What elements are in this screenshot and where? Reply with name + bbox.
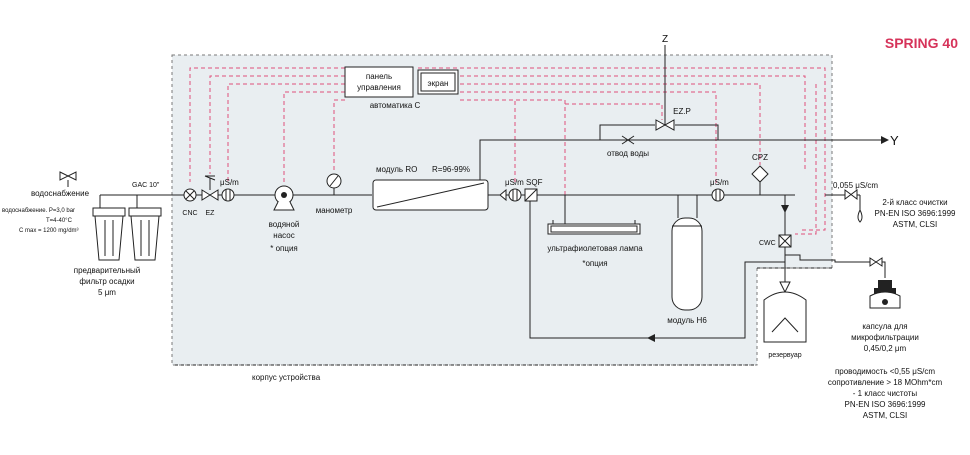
- housing-label: корпус устройства: [252, 373, 321, 382]
- h6-module-label: модуль H6: [667, 316, 707, 325]
- cpz-label: CPZ: [752, 153, 768, 162]
- automation-label: автоматика C: [370, 101, 421, 110]
- tap-icon: [857, 208, 863, 223]
- manometer-label: манометр: [316, 206, 353, 215]
- capsule-filter-icon: [869, 280, 901, 309]
- class1-label-3: - 1 класс чистоты: [853, 389, 918, 398]
- cwc-label: CWC: [759, 240, 776, 247]
- piping: [99, 45, 886, 339]
- screen-box[interactable]: [417, 69, 459, 95]
- control-panel-box[interactable]: [344, 66, 414, 98]
- control-panel-label-2: управления: [357, 83, 401, 92]
- class1-label-2: сопротивление > 18 MOhm*cm: [828, 378, 943, 387]
- pump-label-3: * опция: [270, 244, 298, 253]
- pump-label-2: насос: [273, 231, 294, 240]
- outlet-valve-icon[interactable]: [869, 257, 883, 267]
- ro-membrane-icon: [372, 179, 489, 211]
- control-panel-label-1: панель: [366, 72, 392, 81]
- screen-inner: [420, 72, 456, 92]
- capsule-label-2: микрофильтрации: [851, 333, 919, 342]
- capsule-label-1: капсула для: [862, 322, 907, 331]
- control-lines: [189, 67, 826, 235]
- outlet-valve-icon[interactable]: [844, 189, 858, 200]
- cpz-filter-icon: [751, 165, 769, 195]
- conductivity-sensor-icon: [221, 188, 235, 202]
- prefilter-label-2: фильтр осадки: [79, 277, 134, 286]
- conductivity-sensor-icon: [711, 188, 725, 202]
- class1-label-1: проводимость <0,55 μS/cm: [835, 367, 935, 376]
- gac-label: GAC 10": [132, 182, 160, 189]
- capsule-label-3: 0,45/0,2 μm: [864, 344, 907, 353]
- screen-label: экран: [428, 79, 449, 88]
- prefilter-label-3: 5 μm: [98, 288, 116, 297]
- y-outlet-label: Y: [890, 133, 899, 148]
- filter-cartridge-icon: [92, 207, 126, 261]
- water-supply-label: водоснабжение: [31, 189, 90, 198]
- inlet-valve-icon[interactable]: [59, 171, 77, 187]
- filter-cartridge-icon: [128, 207, 162, 261]
- device-housing: [171, 54, 833, 366]
- cwc-valve-icon[interactable]: [778, 234, 792, 248]
- pump-icon[interactable]: [273, 185, 295, 211]
- pump-label-1: водяной: [269, 220, 300, 229]
- conductivity-sensor-icon: [508, 188, 522, 202]
- us-m-label-1: μS/m: [220, 178, 239, 187]
- us-m-label-3: μS/m: [710, 178, 729, 187]
- uv-lamp-label: ультрафиолетовая лампа: [547, 244, 643, 253]
- ezp-label: EZ.P: [673, 107, 691, 116]
- drain-label: отвод воды: [607, 149, 649, 158]
- reservoir-label: резервуар: [768, 352, 801, 359]
- supply-spec-3: C max = 1200 mg/dm³: [19, 228, 79, 234]
- uv-option-label: *опция: [582, 259, 607, 268]
- ro-ratio-label: R=96-99%: [432, 165, 470, 174]
- h6-module-icon: [671, 217, 703, 311]
- manometer-icon: [326, 173, 342, 195]
- class1-label-4: PN-EN ISO 3696:1999: [845, 400, 926, 409]
- cnc-valve-icon[interactable]: [183, 188, 197, 202]
- reservoir-icon: [763, 281, 807, 343]
- drain-valve-icon[interactable]: [621, 135, 635, 145]
- ro-module-label: модуль RO: [376, 165, 417, 174]
- supply-spec-1: водоснабжение. P=3,0 bar: [2, 208, 75, 214]
- solenoid-valve-icon[interactable]: [201, 175, 219, 201]
- brand-title: SPRING 40: [885, 35, 958, 51]
- uv-lamp-icon: [547, 220, 641, 235]
- check-valve-icon: [499, 188, 507, 202]
- supply-spec-2: T=4-40°C: [46, 218, 73, 224]
- z-top-label: Z: [662, 34, 668, 45]
- class2-label-1: 2-й класс очистки: [882, 198, 947, 207]
- prefilter-label-1: предварительный: [74, 266, 140, 275]
- class1-label-5: ASTM, CLSI: [863, 411, 907, 420]
- class2-label-2: PN-EN ISO 3696:1999: [875, 209, 956, 218]
- us-m-sqf-label: μS/m SQF: [505, 178, 543, 187]
- cond-2-label: 0,055 μS/cm: [833, 181, 878, 190]
- ez-label: EZ: [206, 210, 216, 217]
- class2-label-3: ASTM, CLSI: [893, 220, 937, 229]
- valve-icon[interactable]: [655, 119, 675, 131]
- cnc-label: CNC: [182, 210, 197, 217]
- sqf-filter-icon: [524, 188, 538, 202]
